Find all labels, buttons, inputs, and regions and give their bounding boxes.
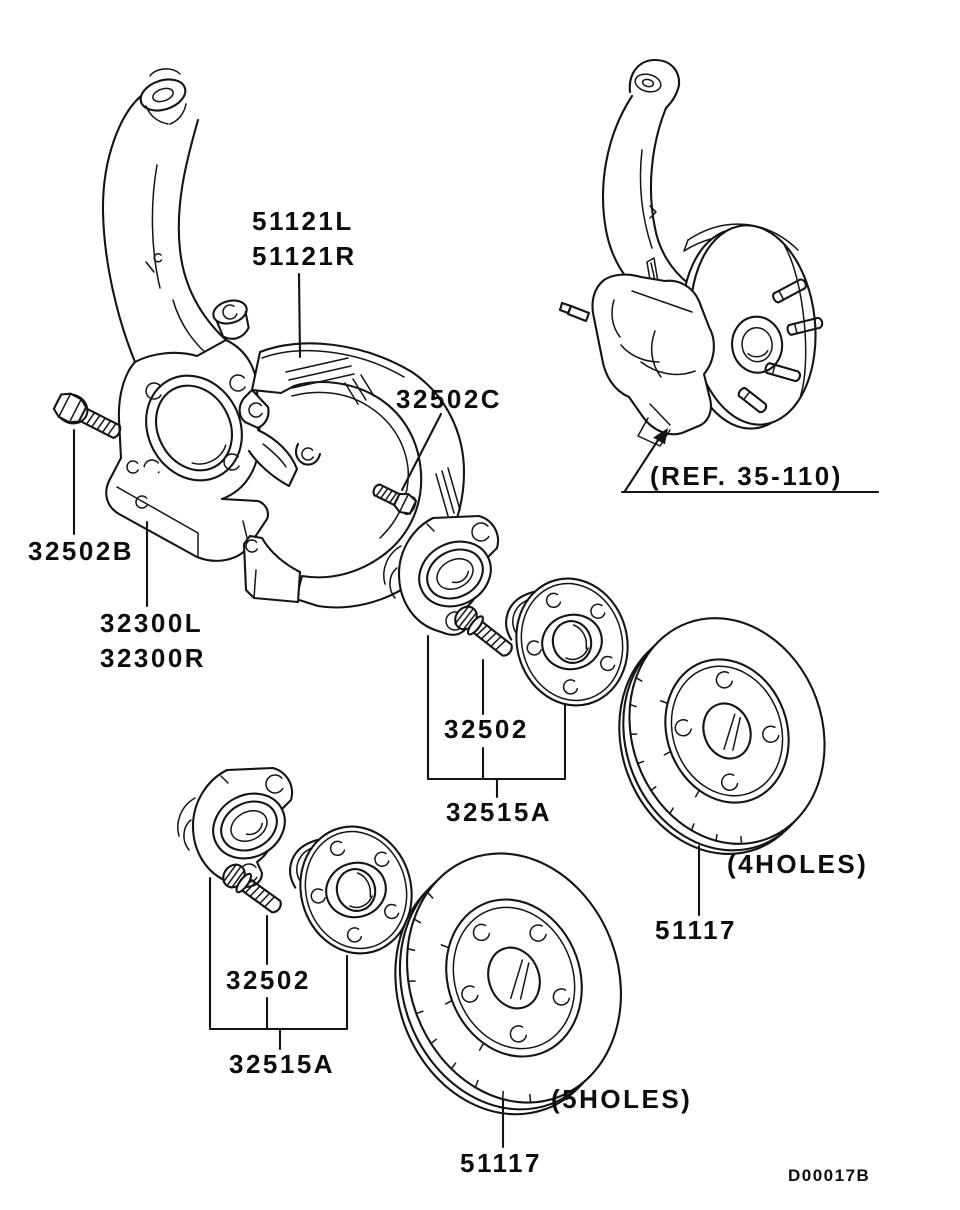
knuckle-drawing bbox=[101, 68, 299, 562]
part-label-hub-set-lower: 32515A bbox=[229, 1049, 336, 1079]
disc-4hole-drawing bbox=[618, 617, 826, 855]
part-label-shield-screw: 32502C bbox=[396, 384, 503, 414]
part-label-shield-right: 51121R bbox=[252, 241, 357, 271]
ref-note-label: (REF. 35-110) bbox=[650, 461, 843, 491]
knuckle-bolt-drawing bbox=[52, 392, 122, 439]
part-label-shield-left: 51121L bbox=[252, 206, 354, 236]
part-label-knuckle-right: 32300R bbox=[100, 643, 207, 673]
shield-screw-drawing bbox=[372, 483, 418, 516]
hub-flange-upper-drawing bbox=[496, 564, 643, 721]
hub-bearing-upper-drawing bbox=[382, 514, 504, 636]
part-label-knuckle-bolt: 32502B bbox=[28, 536, 135, 566]
hub-stud-upper-drawing bbox=[454, 605, 513, 657]
note-5holes: (5HOLES) bbox=[551, 1084, 693, 1114]
hub-stud-lower-drawing bbox=[222, 863, 282, 914]
drawing-code: D00017B bbox=[788, 1166, 871, 1185]
part-label-stud-upper: 32502 bbox=[444, 714, 529, 744]
part-label-disc-5h: 51117 bbox=[460, 1148, 542, 1178]
note-4holes: (4HOLES) bbox=[727, 849, 869, 879]
part-label-disc-4h: 51117 bbox=[655, 915, 737, 945]
part-label-knuckle-left: 32300L bbox=[100, 608, 204, 638]
assembled-hub-caliper-drawing bbox=[558, 58, 824, 447]
leader-lines bbox=[72, 272, 880, 1149]
disc-5hole-drawing bbox=[394, 852, 622, 1116]
part-label-hub-set-upper: 32515A bbox=[446, 797, 553, 827]
part-label-stud-lower: 32502 bbox=[226, 965, 311, 995]
